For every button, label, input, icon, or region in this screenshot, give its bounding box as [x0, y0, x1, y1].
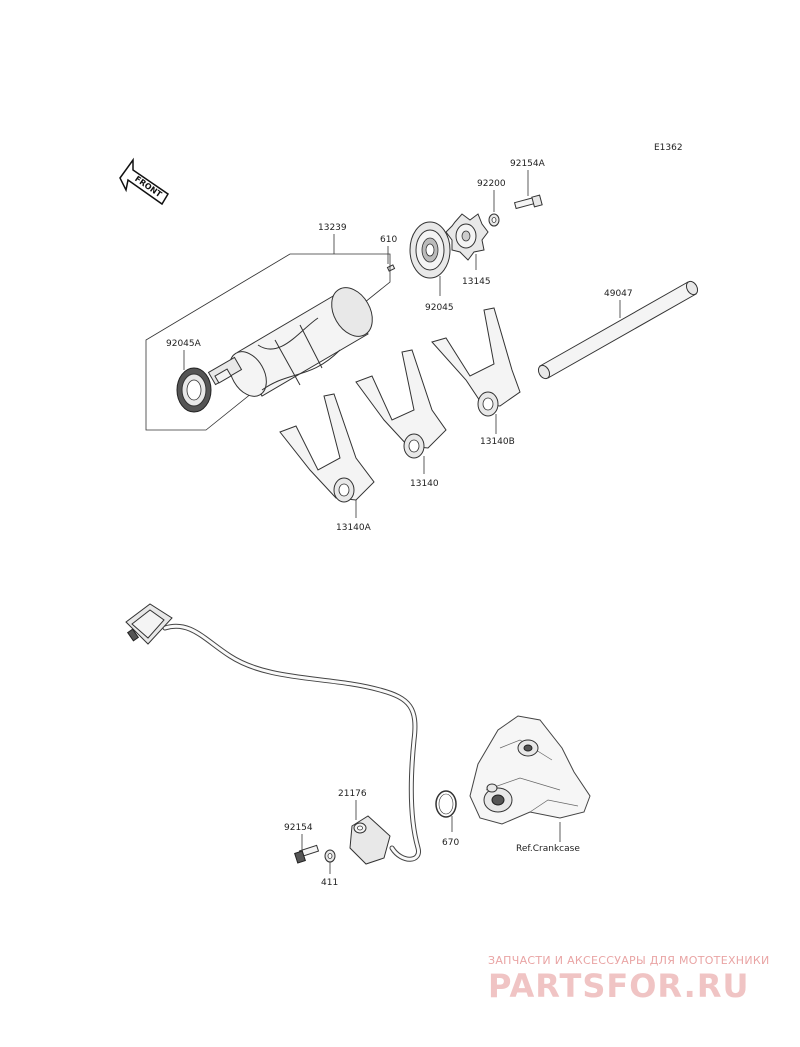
label-13239: 13239: [318, 223, 347, 233]
label-13140b: 13140B: [480, 437, 515, 447]
washer-411: [324, 849, 336, 863]
star-cam-13145: [445, 213, 489, 261]
label-92200: 92200: [477, 179, 506, 189]
front-arrow-icon: FRONT: [119, 157, 170, 206]
label-13145: 13145: [462, 277, 491, 287]
bolt-92154a: [513, 194, 543, 210]
label-49047: 49047: [604, 289, 633, 299]
label-92154: 92154: [284, 823, 313, 833]
label-610: 610: [380, 235, 397, 245]
shift-fork-13140a: [279, 393, 375, 503]
connector-plug: [125, 603, 173, 645]
o-ring-670: [435, 790, 457, 818]
crankcase-reference: [469, 715, 591, 825]
bearing-92045: [409, 221, 451, 279]
group-box-13239: [145, 253, 391, 431]
watermark-tagline: ЗАПЧАСТИ И АКСЕССУАРЫ ДЛЯ МОТОТЕХНИКИ: [488, 954, 770, 967]
watermark-logo: PARTSFOR.RU: [488, 967, 749, 1005]
label-92045a: 92045A: [166, 339, 202, 349]
label-92154a: 92154A: [510, 159, 546, 169]
label-13140: 13140: [410, 479, 439, 489]
label-92045: 92045: [425, 303, 454, 313]
label-21176: 21176: [338, 789, 367, 799]
reference-label: Ref.Crankcase: [516, 844, 580, 854]
shift-drum-13239: [207, 287, 373, 397]
shift-fork-13140: [355, 349, 447, 459]
diagram-code: E1362: [654, 143, 683, 153]
sensor-cable: [162, 623, 421, 862]
seal-92045a: [176, 367, 212, 413]
shaft-49047: [537, 280, 699, 380]
pin-610: [386, 264, 396, 272]
label-670: 670: [442, 838, 459, 848]
label-13140a: 13140A: [336, 523, 372, 533]
gear-position-sensor-21176: [349, 815, 391, 865]
washer-92200: [488, 213, 500, 227]
label-411: 411: [321, 878, 338, 888]
shift-fork-13140b: [431, 307, 521, 417]
bolt-92154: [294, 844, 320, 864]
